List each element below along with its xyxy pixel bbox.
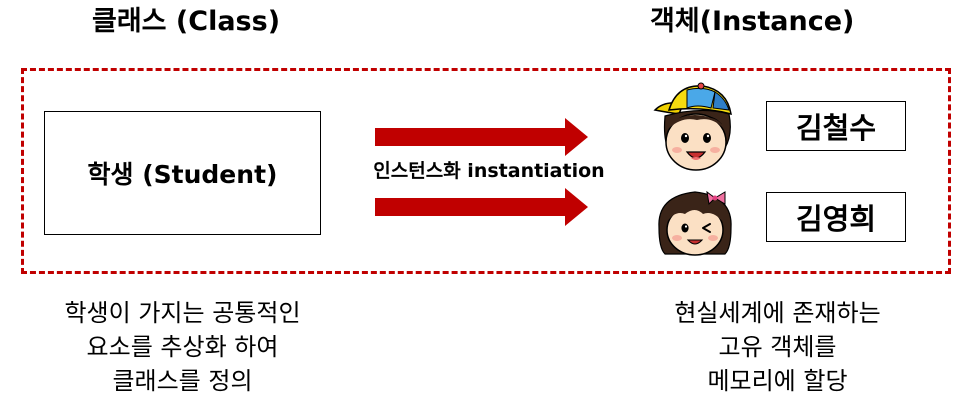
class-box-label: 학생 (Student): [87, 160, 278, 189]
class-box-student: 학생 (Student): [44, 111, 321, 235]
class-caption-line: 요소를 추상화 하여: [86, 333, 279, 361]
instantiation-label: 인스턴스화 instantiation: [373, 160, 605, 182]
class-caption-line: 클래스를 정의: [112, 367, 253, 395]
instance-name: 김철수: [795, 111, 877, 145]
instance-heading: 객체(Instance): [650, 6, 855, 37]
instance-caption: 현실세계에 존재하는 고유 객체를 메모리에 할당: [615, 296, 940, 398]
instantiation-arrow-icon: [375, 188, 588, 226]
boy-face-icon: [653, 82, 732, 171]
instance-caption-line: 메모리에 할당: [707, 367, 848, 395]
instance-name: 김영희: [795, 202, 877, 236]
class-caption: 학생이 가지는 공통적인 요소를 추상화 하여 클래스를 정의: [20, 296, 345, 398]
instantiation-arrow-icon: [375, 118, 588, 156]
instance-caption-line: 현실세계에 존재하는: [674, 299, 881, 327]
instance-name-box: 김철수: [766, 101, 906, 151]
dashed-frame: [21, 68, 951, 274]
instance-name-box: 김영희: [766, 192, 906, 242]
class-heading: 클래스 (Class): [92, 6, 281, 37]
class-caption-line: 학생이 가지는 공통적인: [64, 299, 301, 327]
girl-face-icon: [658, 190, 732, 256]
instance-caption-line: 고유 객체를: [718, 333, 837, 361]
